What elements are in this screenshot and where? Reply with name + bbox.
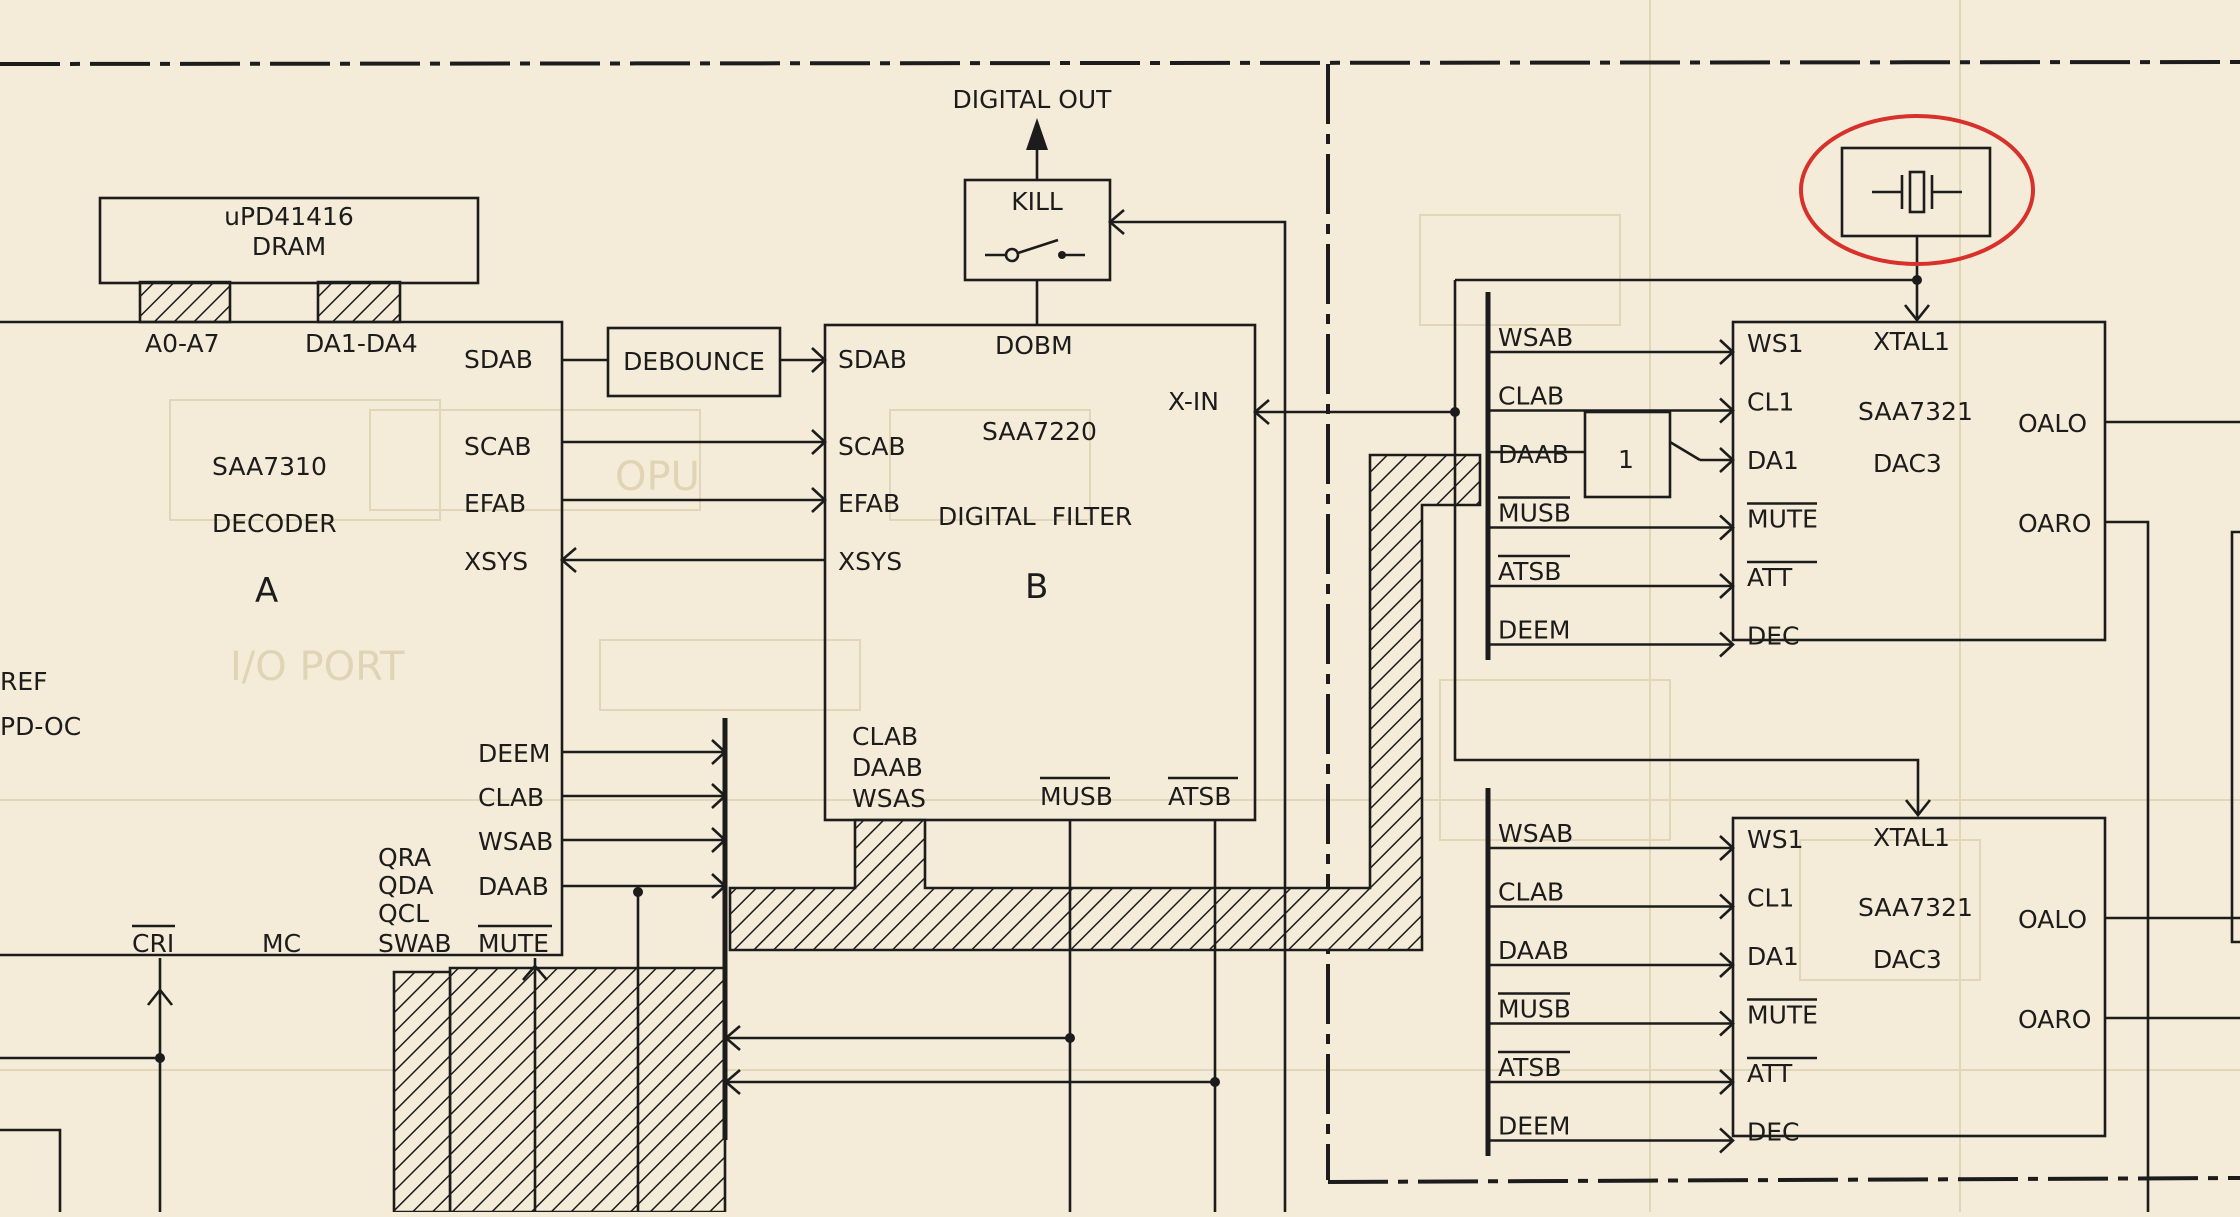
digital-out-arrow-icon — [1026, 118, 1048, 150]
decoder-pin-qra: QRA — [378, 843, 431, 872]
dram-chip: uPD41416 DRAM — [98, 196, 480, 285]
dac-bottom-pin-att: ATT — [1747, 1059, 1793, 1088]
dac-top-type: DAC3 — [1873, 449, 1942, 478]
decoder-pin-sdab: SDAB — [464, 345, 533, 374]
dac-bottom-pin-cl1: CL1 — [1747, 884, 1794, 913]
decoder-type: DECODER — [212, 509, 337, 538]
filter-chip: DOBM SDAB SCAB EFAB XSYS SAA7220 DIGITAL… — [823, 323, 1257, 822]
kill-label: KILL — [1011, 187, 1063, 216]
dac-top-name: SAA7321 — [1858, 397, 1973, 426]
dac-top-pin-xtal1: XTAL1 — [1873, 327, 1950, 356]
dac-top-bus-musb: MUSB — [1498, 499, 1571, 528]
decoder-pin-a0-a7: A0-A7 — [145, 329, 220, 358]
dac-bottom-bus-atsb: ATSB — [1498, 1053, 1561, 1082]
filter-pin-efab: EFAB — [838, 489, 900, 518]
filter-letter: B — [1025, 567, 1048, 607]
dac-top-pin-da1: DA1 — [1747, 446, 1799, 475]
dac-bottom-pin-xtal1: XTAL1 — [1873, 823, 1950, 852]
debounce-block: DEBOUNCE — [562, 326, 827, 398]
decoder-letter: A — [255, 571, 278, 611]
crystal-highlight-circle — [1799, 114, 2035, 266]
filter-pin-wsas: WSAS — [852, 784, 926, 813]
dac-bottom-pin-oaro: OARO — [2018, 1005, 2091, 1034]
decoder-name: SAA7310 — [212, 452, 327, 481]
filter-pin-atsb: ATSB — [1168, 782, 1231, 811]
filter-pin-sdab: SDAB — [838, 345, 907, 374]
dac-top-bus-atsb: ATSB — [1498, 557, 1561, 586]
debounce-label: DEBOUNCE — [623, 347, 765, 376]
decoder-pin-deem: DEEM — [478, 739, 550, 768]
ghost-text-io-port: I/O PORT — [230, 644, 405, 690]
dac-top-pin-cl1: CL1 — [1747, 388, 1794, 417]
dac-bottom-pin-dec: DEC — [1747, 1118, 1800, 1147]
decoder-pin-efab: EFAB — [464, 489, 526, 518]
decoder-pin-scab: SCAB — [464, 432, 532, 461]
dac-bottom-pin-mute: MUTE — [1747, 1001, 1818, 1030]
dac-bottom-bus-clab: CLAB — [1498, 878, 1564, 907]
dac-top-bus-wsab: WSAB — [1498, 323, 1573, 352]
decoder-pin-qda: QDA — [378, 871, 434, 900]
decoder-pin-swab: SWAB — [378, 929, 451, 958]
dac-top-pin-dec: DEC — [1747, 622, 1800, 651]
dac-bottom-pin-ws1: WS1 — [1747, 825, 1804, 854]
decoder-pin-cri: CRI — [132, 929, 174, 958]
filter-pin-daab: DAAB — [852, 753, 923, 782]
filter-pin-musb: MUSB — [1040, 782, 1113, 811]
dac-top-pin-ws1: WS1 — [1747, 329, 1804, 358]
dac-top-pin-mute: MUTE — [1747, 505, 1818, 534]
inverter-block: 1 — [1488, 410, 1735, 499]
decoder-pin-qcl: QCL — [378, 899, 429, 928]
kill-switch-block: KILL DIGITAL OUT — [953, 85, 1287, 1212]
decoder-pin-daab: DAAB — [478, 872, 549, 901]
decoder-filter-links — [560, 429, 827, 573]
filter-pin-dobm: DOBM — [995, 331, 1073, 360]
filter-pin-clab: CLAB — [852, 722, 918, 751]
decoder-pin-da1-da4: DA1-DA4 — [305, 329, 418, 358]
decoder-bottom-wiring — [0, 958, 548, 1212]
dac-bottom-bus-deem: DEEM — [1498, 1112, 1570, 1141]
dac-bottom-bus-musb: MUSB — [1498, 995, 1571, 1024]
inverter-label: 1 — [1618, 445, 1634, 474]
decoder-chip: A0-A7 DA1-DA4 SAA7310 DECODER A REF PD-O… — [0, 320, 564, 958]
ghost-text-opu: OPU — [615, 454, 700, 500]
filter-name: SAA7220 — [982, 417, 1097, 446]
dram-name: uPD41416 — [224, 202, 354, 231]
dram-type: DRAM — [252, 232, 326, 261]
dac-bottom-type: DAC3 — [1873, 945, 1942, 974]
decoder-pin-clab: CLAB — [478, 783, 544, 812]
dac-bottom-pin-da1: DA1 — [1747, 942, 1799, 971]
decoder-pin-ref: REF — [0, 667, 48, 696]
decoder-pin-wsab: WSAB — [478, 827, 553, 856]
dac-top-pin-oaro: OARO — [2018, 509, 2091, 538]
dac-top-bus-clab: CLAB — [1498, 382, 1564, 411]
decoder-pin-xsys: XSYS — [464, 547, 528, 576]
dac-top-pin-att: ATT — [1747, 563, 1793, 592]
dac-top-bus-deem: DEEM — [1498, 616, 1570, 645]
dac-top-bus-daab: DAAB — [1498, 440, 1569, 469]
panel-borders — [0, 60, 2240, 1184]
x-in-clock-line — [1253, 278, 1932, 818]
decoder-pin-mc: MC — [262, 929, 301, 958]
dac-top-pin-oalo: OALO — [2018, 409, 2087, 438]
decoder-pin-mute: MUTE — [478, 929, 549, 958]
hatched-buses — [138, 280, 1482, 1214]
decoder-pin-pd-oc: PD-OC — [0, 712, 81, 741]
filter-type: DIGITAL FILTER — [938, 502, 1132, 531]
dac-bottom-pin-oalo: OALO — [2018, 905, 2087, 934]
dac-bottom-bus-wsab: WSAB — [1498, 819, 1573, 848]
filter-pin-xsys: XSYS — [838, 547, 902, 576]
digital-out-label: DIGITAL OUT — [953, 85, 1113, 114]
dac-bottom-bus-daab: DAAB — [1498, 936, 1569, 965]
decoder-bus-outputs — [562, 718, 1220, 1212]
crystal-oscillator — [1799, 114, 2035, 323]
filter-pin-scab: SCAB — [838, 432, 906, 461]
filter-pin-x-in: X-IN — [1168, 387, 1219, 416]
dac-bottom-name: SAA7321 — [1858, 893, 1973, 922]
